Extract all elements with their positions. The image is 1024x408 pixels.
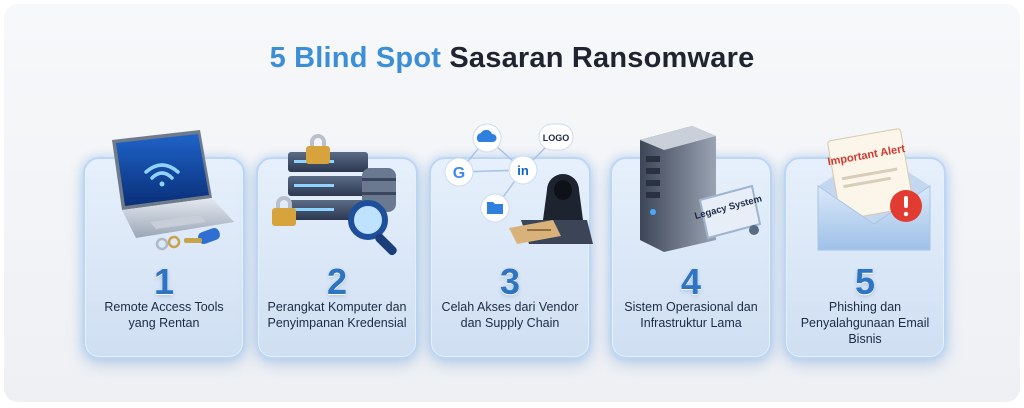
magnifier-icon — [348, 200, 397, 256]
logo-badge-text: LOGO — [543, 133, 570, 143]
server-tower-icon: Legacy System — [640, 126, 763, 252]
card-label: Remote Access Tools yang Rentan — [104, 300, 224, 330]
svg-text:G: G — [453, 165, 465, 182]
card-label: Phishing dan Penyalahgunaan Email Bisnis — [800, 300, 930, 346]
envelope-icon: Important Alert — [817, 128, 931, 251]
card-label: Perangkat Komputer dan Penyimpanan Krede… — [267, 300, 407, 330]
card-number: 4 — [680, 261, 702, 302]
card-label: Sistem Operasional dan Infrastruktur Lam… — [624, 300, 758, 330]
cards-row: 1 Remote Access Tools yang Rentan 2 Pera… — [4, 4, 1020, 402]
page-title: 5 Blind Spot Sasaran Ransomware — [4, 42, 1020, 75]
infographic-frame: 5 Blind Spot Sasaran Ransomware 1 Remote… — [4, 4, 1020, 402]
title-accent: 5 Blind Spot — [269, 42, 442, 74]
server-stack-icon — [272, 134, 397, 256]
card-number: 5 — [854, 261, 876, 302]
network-hacker-illustration: LOGO G in — [444, 123, 593, 244]
warning-icon — [890, 190, 922, 222]
padlock-icon — [272, 134, 330, 226]
hacker-icon — [509, 174, 593, 244]
google-icon: G — [444, 157, 474, 187]
legacy-system-sign: Legacy System — [693, 184, 763, 240]
svg-text:in: in — [517, 163, 529, 178]
card-number: 3 — [499, 261, 521, 302]
laptop-wifi-icon — [112, 130, 234, 251]
card-label: Celah Akses dari Vendor dan Supply Chain — [441, 300, 579, 330]
card-number: 1 — [153, 261, 175, 302]
cloud-icon — [472, 123, 502, 153]
title-rest: Sasaran Ransomware — [449, 42, 755, 74]
card-number: 2 — [326, 261, 348, 302]
folder-icon — [480, 193, 510, 223]
card-1: 1 Remote Access Tools yang Rentan — [83, 157, 245, 359]
linkedin-icon: in — [508, 155, 538, 185]
